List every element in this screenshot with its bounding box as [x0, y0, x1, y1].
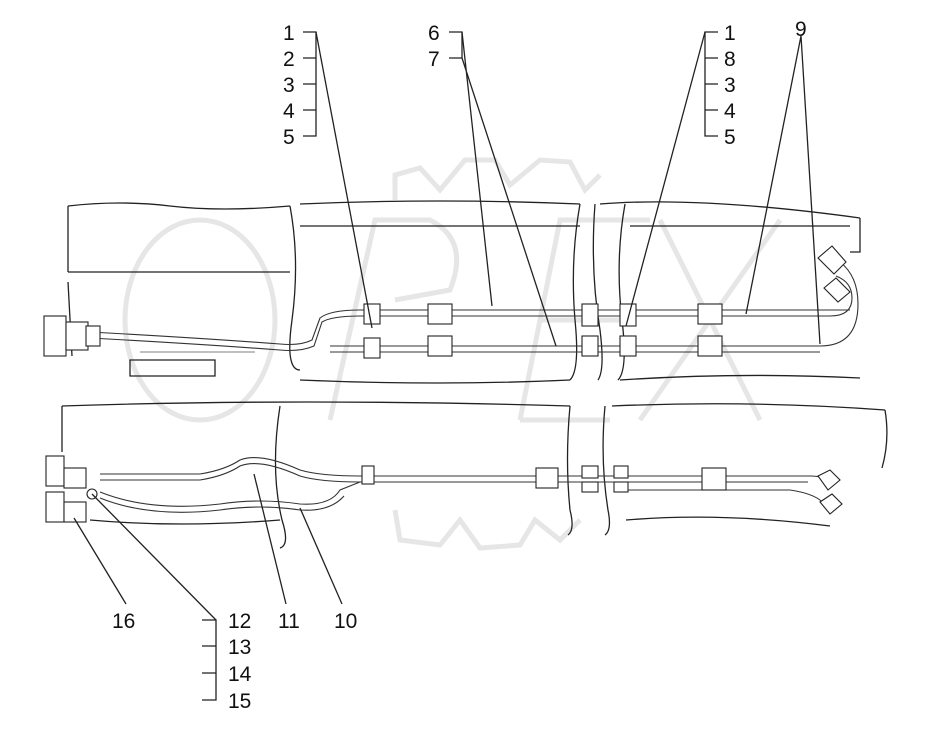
callout-3-right: 3: [724, 74, 736, 97]
watermark-logo: [122, 157, 783, 551]
callout-labels: 1 2 3 4 5 6 7 1 8 3 4 5 9 16 12 13 14 15…: [112, 18, 807, 713]
callout-5-right: 5: [724, 126, 736, 149]
leader-lines: [73, 31, 821, 701]
callout-16: 16: [112, 610, 135, 633]
callout-14: 14: [228, 663, 252, 686]
callout-15: 15: [228, 690, 251, 713]
callout-2: 2: [283, 48, 295, 71]
callout-12: 12: [228, 610, 251, 633]
callout-1-left: 1: [283, 22, 295, 45]
lower-frame-outline: [61, 401, 888, 549]
callout-11: 11: [278, 610, 300, 633]
callout-13: 13: [228, 636, 251, 659]
callout-10: 10: [334, 610, 357, 633]
callout-9: 9: [795, 18, 807, 41]
callout-1-right: 1: [724, 22, 736, 45]
callout-4-right: 4: [724, 100, 736, 123]
callout-3-left: 3: [283, 74, 295, 97]
lower-fittings: [45, 455, 843, 523]
callout-6: 6: [428, 22, 440, 45]
upper-pipe-runs: [89, 261, 859, 353]
callout-7: 7: [428, 48, 440, 71]
callout-5-left: 5: [283, 126, 295, 149]
upper-frame-outline: [67, 200, 861, 384]
callout-8: 8: [724, 48, 736, 71]
callout-4-left: 4: [283, 100, 295, 123]
upper-fittings: [43, 245, 851, 359]
